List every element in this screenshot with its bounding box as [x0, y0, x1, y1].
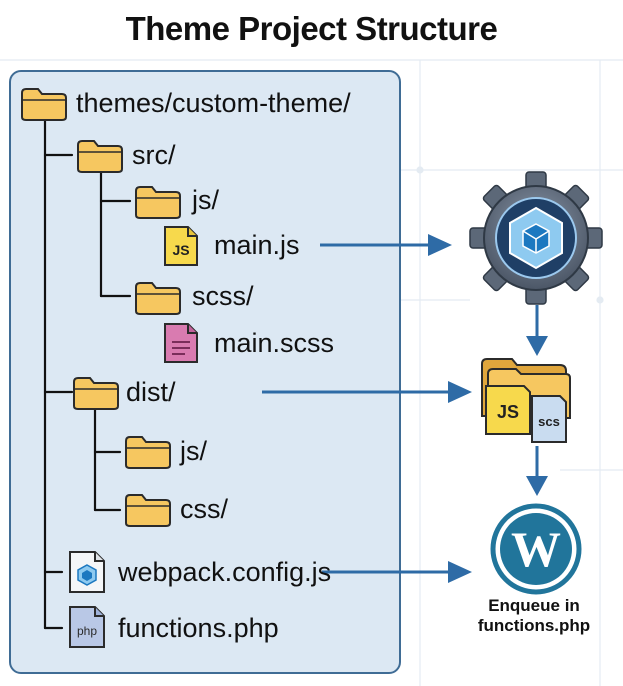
main-scss-label: main.scss	[214, 330, 334, 357]
wordpress-logo-icon: W	[490, 503, 582, 595]
php-file-icon: php	[68, 605, 106, 649]
svg-text:W: W	[511, 521, 561, 577]
folder-icon	[134, 184, 182, 220]
dist-folder-label: dist/	[126, 379, 176, 406]
webpack-gear-icon	[462, 168, 610, 308]
output-css-badge: scs	[532, 414, 566, 429]
php-badge-text: php	[68, 624, 106, 638]
scss-file-icon	[163, 322, 199, 364]
src-folder-label: src/	[132, 142, 176, 169]
diagram-title: Theme Project Structure	[0, 10, 623, 48]
webpack-config-label: webpack.config.js	[118, 559, 331, 586]
scss-folder-label: scss/	[192, 283, 254, 310]
js-file-icon: JS	[163, 225, 199, 267]
enqueue-caption: Enqueue in functions.php	[452, 596, 616, 635]
src-js-folder-label: js/	[192, 187, 219, 214]
folder-icon	[20, 86, 68, 122]
root-folder-label: themes/custom-theme/	[76, 90, 351, 117]
enqueue-caption-line2: functions.php	[452, 616, 616, 636]
webpack-file-icon	[68, 550, 106, 594]
output-js-badge: JS	[488, 402, 528, 423]
folder-icon	[134, 280, 182, 316]
output-bundle-icon: JS scs	[476, 356, 576, 446]
folder-icon	[72, 375, 120, 411]
folder-icon	[76, 138, 124, 174]
js-badge-text: JS	[163, 242, 199, 258]
main-js-label: main.js	[214, 232, 300, 259]
enqueue-caption-line1: Enqueue in	[452, 596, 616, 616]
functions-php-label: functions.php	[118, 615, 279, 642]
dist-css-folder-label: css/	[180, 496, 228, 523]
folder-icon	[124, 492, 172, 528]
folder-icon	[124, 434, 172, 470]
dist-js-folder-label: js/	[180, 438, 207, 465]
